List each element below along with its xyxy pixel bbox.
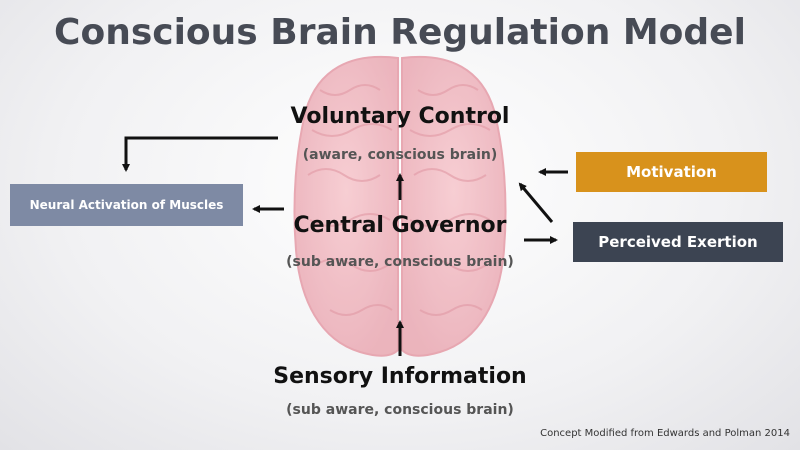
arrow-exertion-to-voluntary [518,182,554,223]
sensory-information-subtitle: (sub aware, conscious brain) [286,402,514,418]
neural-activation-box: Neural Activation of Muscles [10,184,243,226]
credit-text: Concept Modified from Edwards and Polman… [540,428,790,439]
voluntary-control-subtitle: (aware, conscious brain) [302,147,498,163]
motivation-box: Motivation [576,152,767,192]
motivation-label: Motivation [626,163,717,181]
brain-illustration [293,55,507,357]
sensory-information-label: Sensory Information [273,364,527,389]
perceived-exertion-label: Perceived Exertion [598,233,758,251]
neural-activation-label: Neural Activation of Muscles [29,198,224,212]
perceived-exertion-box: Perceived Exertion [573,222,783,262]
arrow-voluntary-to-muscles [122,136,278,172]
central-governor-label: Central Governor [293,213,507,238]
page-title: Conscious Brain Regulation Model [54,12,746,53]
voluntary-control-label: Voluntary Control [290,104,510,129]
central-governor-subtitle: (sub aware, conscious brain) [286,254,514,270]
